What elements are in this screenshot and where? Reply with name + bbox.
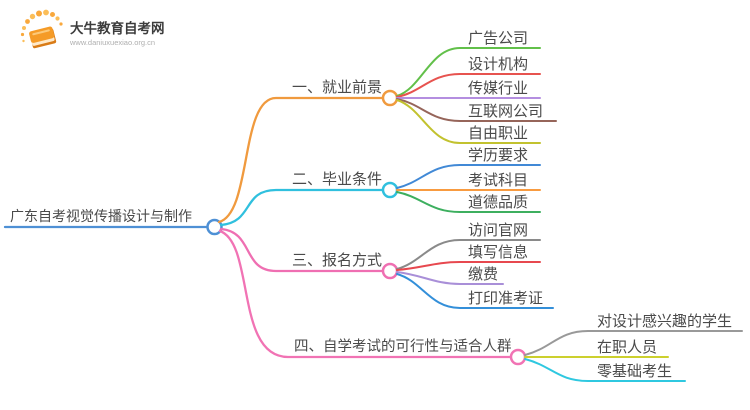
branch-2-child-3-line: [396, 191, 541, 213]
site-name[interactable]: 大牛教育自考网: [70, 20, 165, 36]
branch-1-child-2-line: [396, 73, 541, 98]
branch-2-child-3-label[interactable]: 道德品质: [468, 193, 528, 211]
branch-4-child-3-line: [524, 358, 686, 382]
branch-1-label[interactable]: 一、就业前景: [292, 79, 382, 96]
branch-4-child-1-line: [524, 330, 743, 356]
branch-2-child-2-label[interactable]: 考试科目: [468, 172, 528, 189]
branch-3-child-2-label[interactable]: 填写信息: [468, 244, 528, 261]
branch-2-child-1-line: [396, 164, 541, 189]
branch-1: 一、就业前景 广告公司 设计机构 传媒行业 互联网公司 自由职业: [217, 30, 557, 224]
branch-4-label[interactable]: 四、自学考试的可行性与适合人群: [294, 338, 512, 355]
branch-4-child-3-label[interactable]: 零基础考生: [597, 363, 672, 380]
branch-2-handle[interactable]: [381, 181, 399, 199]
branch-1-child-4-line: [396, 98, 557, 122]
branch-3-label[interactable]: 三、报名方式: [292, 252, 382, 269]
branch-3-handle[interactable]: [381, 262, 399, 280]
branch-3-line: [219, 227, 385, 273]
branch-3-child-3-line: [396, 271, 504, 285]
branch-2-line: [219, 188, 385, 227]
branch-2: 二、毕业条件 学历要求 考试科目 道德品质: [219, 147, 541, 227]
branch-1-handle[interactable]: [381, 89, 399, 107]
branch-1-child-4-label[interactable]: 互联网公司: [468, 103, 543, 120]
branch-4-line: [218, 229, 513, 359]
branch-3-child-4-line: [396, 273, 554, 309]
site-url[interactable]: www.daniuxuexiao.org.cn: [69, 38, 155, 47]
book-icon: [20, 9, 63, 49]
branch-1-child-3-label[interactable]: 传媒行业: [468, 80, 528, 97]
branch-3-child-2-line: [396, 261, 541, 271]
branch-1-line: [217, 96, 385, 224]
branch-3-child-3-label[interactable]: 缴费: [468, 266, 498, 283]
branch-3-child-4-label[interactable]: 打印准考证: [468, 290, 543, 307]
branch-3-child-1-line: [396, 239, 541, 270]
branch-4-handle[interactable]: [509, 348, 527, 366]
site-logo[interactable]: 大牛教育自考网 www.daniuxuexiao.org.cn: [20, 9, 165, 49]
branch-1-child-1-line: [396, 47, 541, 97]
root-node-label[interactable]: 广东自考视觉传播设计与制作: [10, 208, 192, 224]
branch-3: 三、报名方式 访问官网 填写信息 缴费 打印准考证: [219, 222, 554, 309]
branch-1-child-5-label[interactable]: 自由职业: [468, 125, 528, 142]
branch-1-child-1-label[interactable]: 广告公司: [468, 30, 528, 47]
branch-2-child-1-label[interactable]: 学历要求: [468, 147, 528, 164]
branch-4-child-2-label[interactable]: 在职人员: [597, 339, 657, 356]
root-node-handle[interactable]: [206, 218, 223, 236]
branch-3-child-1-label[interactable]: 访问官网: [468, 222, 528, 239]
branch-4-child-1-label[interactable]: 对设计感兴趣的学生: [597, 313, 732, 330]
branch-1-child-5-line: [396, 99, 541, 144]
root-node: 广东自考视觉传播设计与制作: [3, 208, 223, 236]
branch-2-label[interactable]: 二、毕业条件: [292, 171, 382, 188]
branch-4: 四、自学考试的可行性与适合人群 对设计感兴趣的学生 在职人员 零基础考生: [218, 229, 743, 382]
branch-1-child-2-label[interactable]: 设计机构: [468, 56, 528, 73]
